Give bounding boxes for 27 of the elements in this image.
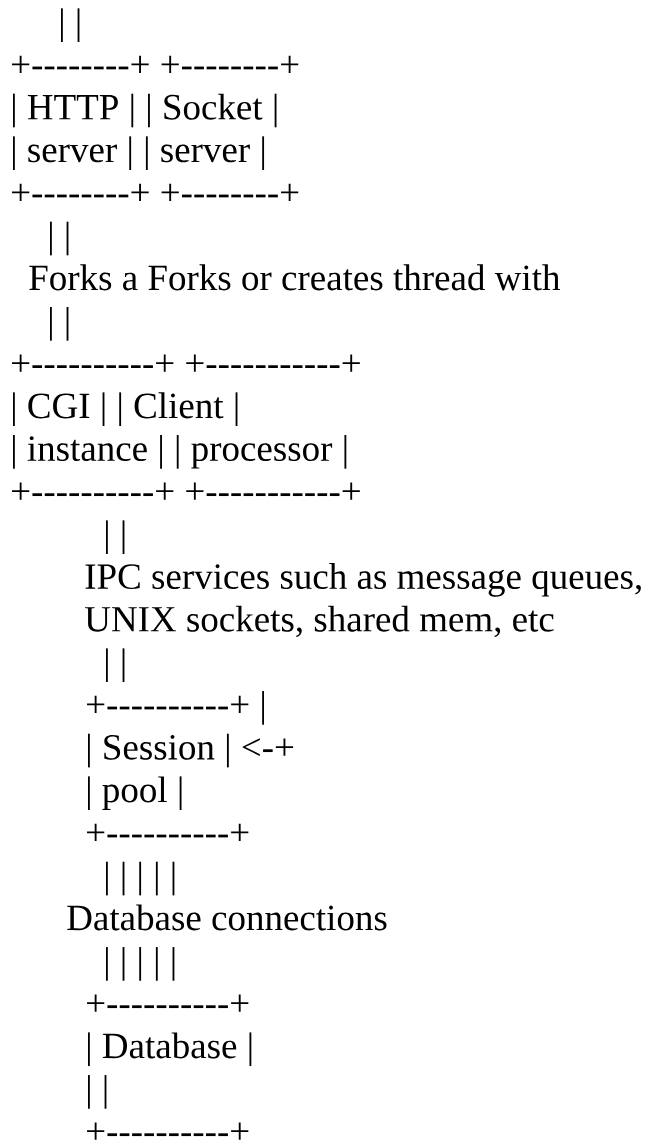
- text-line: +----------+ +-----------+: [12, 482, 360, 500]
- text-line: | HTTP | | Socket |: [13, 93, 277, 128]
- text-line: +--------+ +--------+: [12, 183, 299, 201]
- text-line: UNIX sockets, shared mem, etc: [85, 605, 554, 638]
- text-line: Forks a Forks or creates thread with: [29, 264, 560, 291]
- text-line: | Database |: [88, 1032, 252, 1067]
- text-line: | |: [50, 221, 69, 256]
- text-line: | instance | | processor |: [13, 435, 347, 469]
- text-line: | Session | <-+: [88, 733, 294, 768]
- text-line: | pool |: [88, 776, 182, 811]
- text-line: +----------+: [87, 994, 249, 1012]
- text-line: +----------+ +-----------+: [12, 354, 360, 372]
- text-line: | |: [106, 520, 125, 554]
- text-line: +--------+ +--------+: [12, 55, 299, 73]
- text-line: | server | | server |: [13, 136, 265, 170]
- text-line: | | | | |: [106, 947, 175, 981]
- text-line: +----------+: [87, 1122, 249, 1140]
- text-line: +----------+: [87, 823, 249, 842]
- text-line: | |: [50, 307, 69, 341]
- text-line: | CGI | | Client |: [13, 392, 238, 426]
- text-line: +----------+ |: [87, 691, 264, 725]
- text-line: | |: [88, 1075, 107, 1109]
- text-line: | |: [61, 8, 80, 42]
- text-line: Database connections: [67, 904, 387, 931]
- text-line: | | | | |: [106, 861, 175, 896]
- text-line: | |: [106, 648, 125, 683]
- text-line: IPC services such as message queues,: [85, 563, 641, 597]
